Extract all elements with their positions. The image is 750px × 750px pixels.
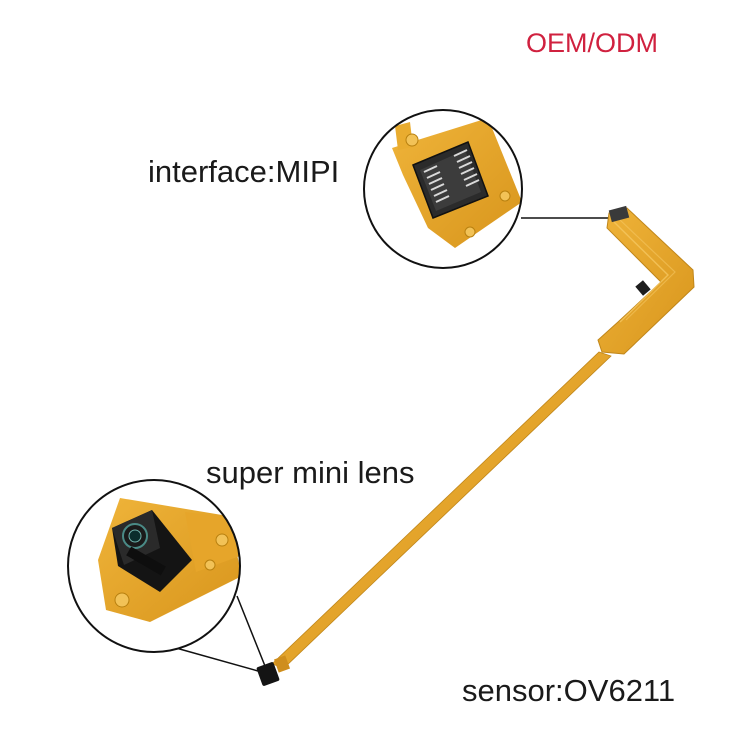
lens-label: super mini lens [206, 455, 415, 490]
zoom-circle-connector [363, 109, 523, 269]
flex-cable [256, 205, 695, 686]
oem-odm-tag: OEM/ODM [526, 28, 658, 58]
callout-line-sensor-a [236, 595, 266, 667]
callout-line-sensor-b [175, 647, 259, 672]
zoom-circle-lens [67, 479, 241, 653]
interface-label: interface:MIPI [148, 154, 340, 189]
sensor-label: sensor:OV6211 [462, 673, 676, 708]
